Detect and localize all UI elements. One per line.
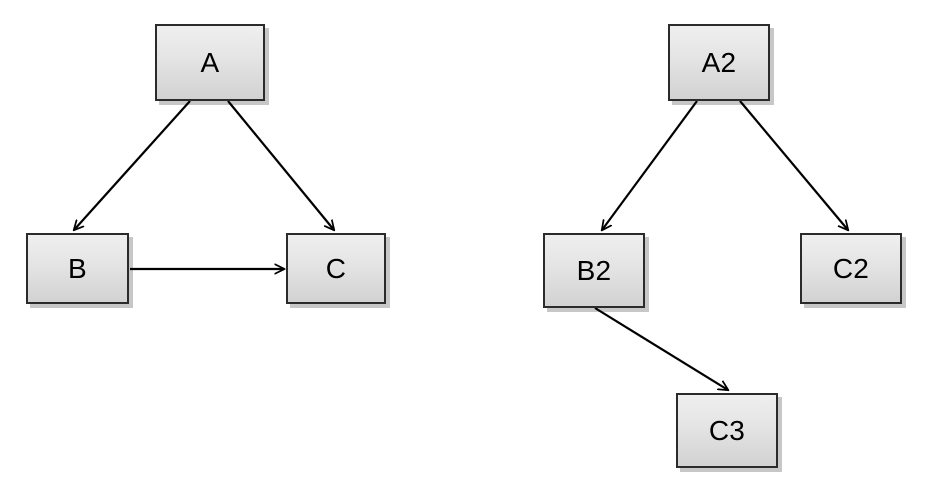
node-c3[interactable]: C3 bbox=[676, 393, 778, 468]
node-a2[interactable]: A2 bbox=[668, 24, 770, 101]
node-label-a2: A2 bbox=[701, 46, 737, 78]
node-label-c3: C3 bbox=[708, 414, 746, 446]
edge-a-to-c bbox=[227, 100, 334, 230]
node-c2[interactable]: C2 bbox=[800, 233, 902, 304]
edge-a2-to-c2 bbox=[739, 100, 848, 230]
node-label-a: A bbox=[200, 46, 220, 78]
node-label-b2: B2 bbox=[576, 254, 612, 286]
node-label-b: B bbox=[68, 252, 87, 284]
edges-group bbox=[74, 100, 848, 390]
node-c[interactable]: C bbox=[286, 233, 386, 304]
node-a[interactable]: A bbox=[155, 24, 265, 101]
node-label-c2: C2 bbox=[832, 252, 870, 284]
node-label-c: C bbox=[325, 252, 347, 284]
node-b2[interactable]: B2 bbox=[543, 233, 645, 308]
edge-a2-to-b2 bbox=[602, 100, 698, 230]
edge-a-to-b bbox=[74, 100, 191, 230]
edge-b2-to-c3 bbox=[594, 307, 728, 390]
node-b[interactable]: B bbox=[26, 233, 129, 304]
